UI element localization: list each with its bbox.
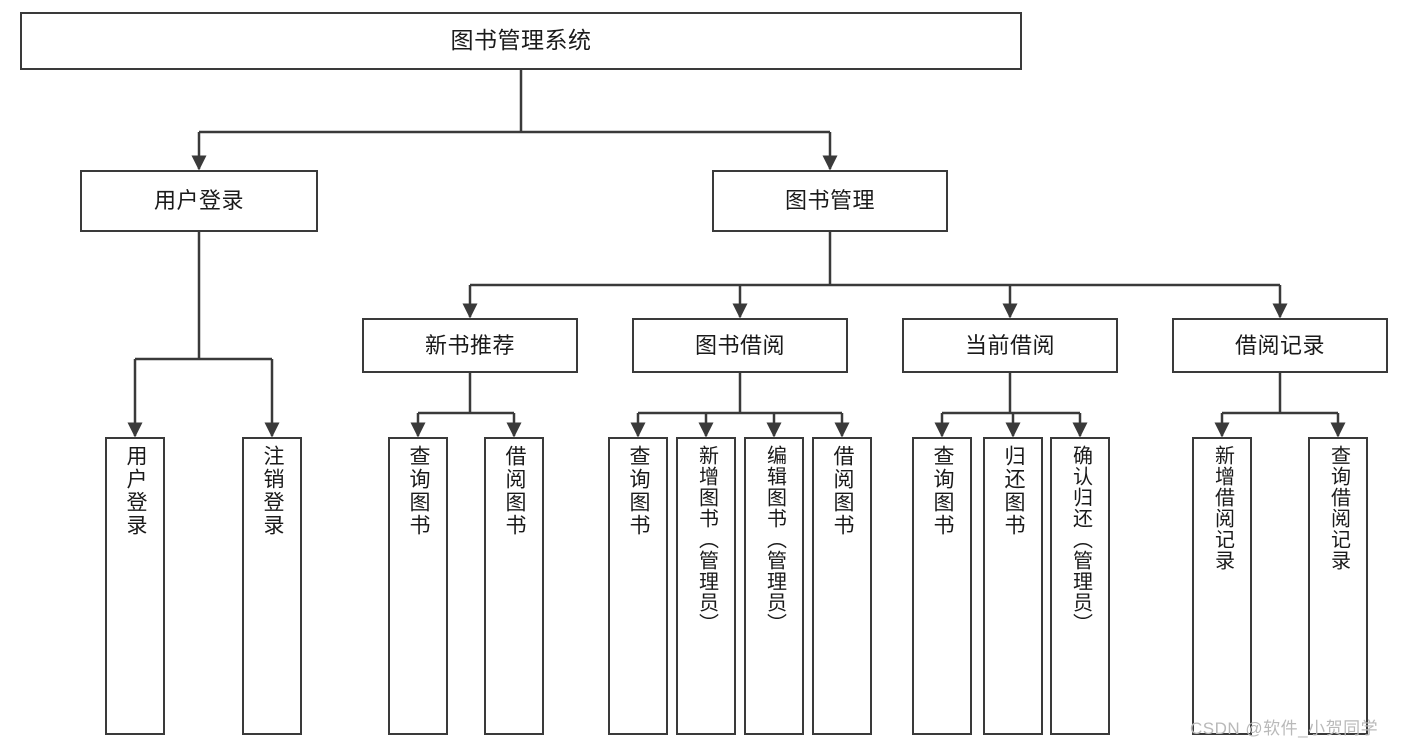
node-label: 确认归还（管理员） xyxy=(1069,445,1092,634)
node-leaf-user-logout: 注销登录 xyxy=(242,437,302,735)
node-label: 图书借阅 xyxy=(694,332,785,358)
node-label: 新增借阅记录 xyxy=(1211,445,1234,571)
node-label: 查询图书 xyxy=(407,445,431,537)
node-leaf-rec-search: 查询借阅记录 xyxy=(1308,437,1368,735)
node-leaf-rec-borrow: 借阅图书 xyxy=(484,437,544,735)
node-leaf-brw-query: 查询图书 xyxy=(608,437,668,735)
node-label: 图书管理系统 xyxy=(450,27,592,54)
node-label: 新书推荐 xyxy=(424,332,515,358)
node-leaf-rec-query: 查询图书 xyxy=(388,437,448,735)
node-leaf-brw-add: 新增图书（管理员） xyxy=(676,437,736,735)
csdn-watermark: CSDN @软件_小贺同学 xyxy=(1190,719,1379,738)
node-label: 图书管理 xyxy=(784,188,875,214)
node-book-borrow: 图书借阅 xyxy=(632,318,848,373)
node-book-manage: 图书管理 xyxy=(712,170,948,232)
node-leaf-rec-add: 新增借阅记录 xyxy=(1192,437,1252,735)
node-root: 图书管理系统 xyxy=(20,12,1022,70)
node-leaf-cur-confirm: 确认归还（管理员） xyxy=(1050,437,1110,735)
node-label: 查询图书 xyxy=(627,445,651,537)
node-leaf-cur-query: 查询图书 xyxy=(912,437,972,735)
node-label: 新增图书（管理员） xyxy=(695,445,718,634)
node-label: 借阅记录 xyxy=(1234,332,1325,358)
node-leaf-user-login: 用户登录 xyxy=(105,437,165,735)
node-borrow-record: 借阅记录 xyxy=(1172,318,1388,373)
node-label: 注销登录 xyxy=(261,445,285,537)
node-current-borrow: 当前借阅 xyxy=(902,318,1118,373)
node-label: 用户登录 xyxy=(124,445,148,537)
node-leaf-brw-borrow: 借阅图书 xyxy=(812,437,872,735)
node-leaf-brw-edit: 编辑图书（管理员） xyxy=(744,437,804,735)
node-label: 归还图书 xyxy=(1002,445,1026,537)
node-label: 借阅图书 xyxy=(503,445,527,537)
node-label: 查询借阅记录 xyxy=(1327,445,1350,571)
node-leaf-cur-return: 归还图书 xyxy=(983,437,1043,735)
node-label: 借阅图书 xyxy=(831,445,855,537)
node-new-book-rec: 新书推荐 xyxy=(362,318,578,373)
node-label: 查询图书 xyxy=(931,445,955,537)
node-label: 用户登录 xyxy=(153,188,244,214)
node-label: 当前借阅 xyxy=(964,332,1055,358)
node-label: 编辑图书（管理员） xyxy=(763,445,786,634)
node-user-login: 用户登录 xyxy=(80,170,318,232)
